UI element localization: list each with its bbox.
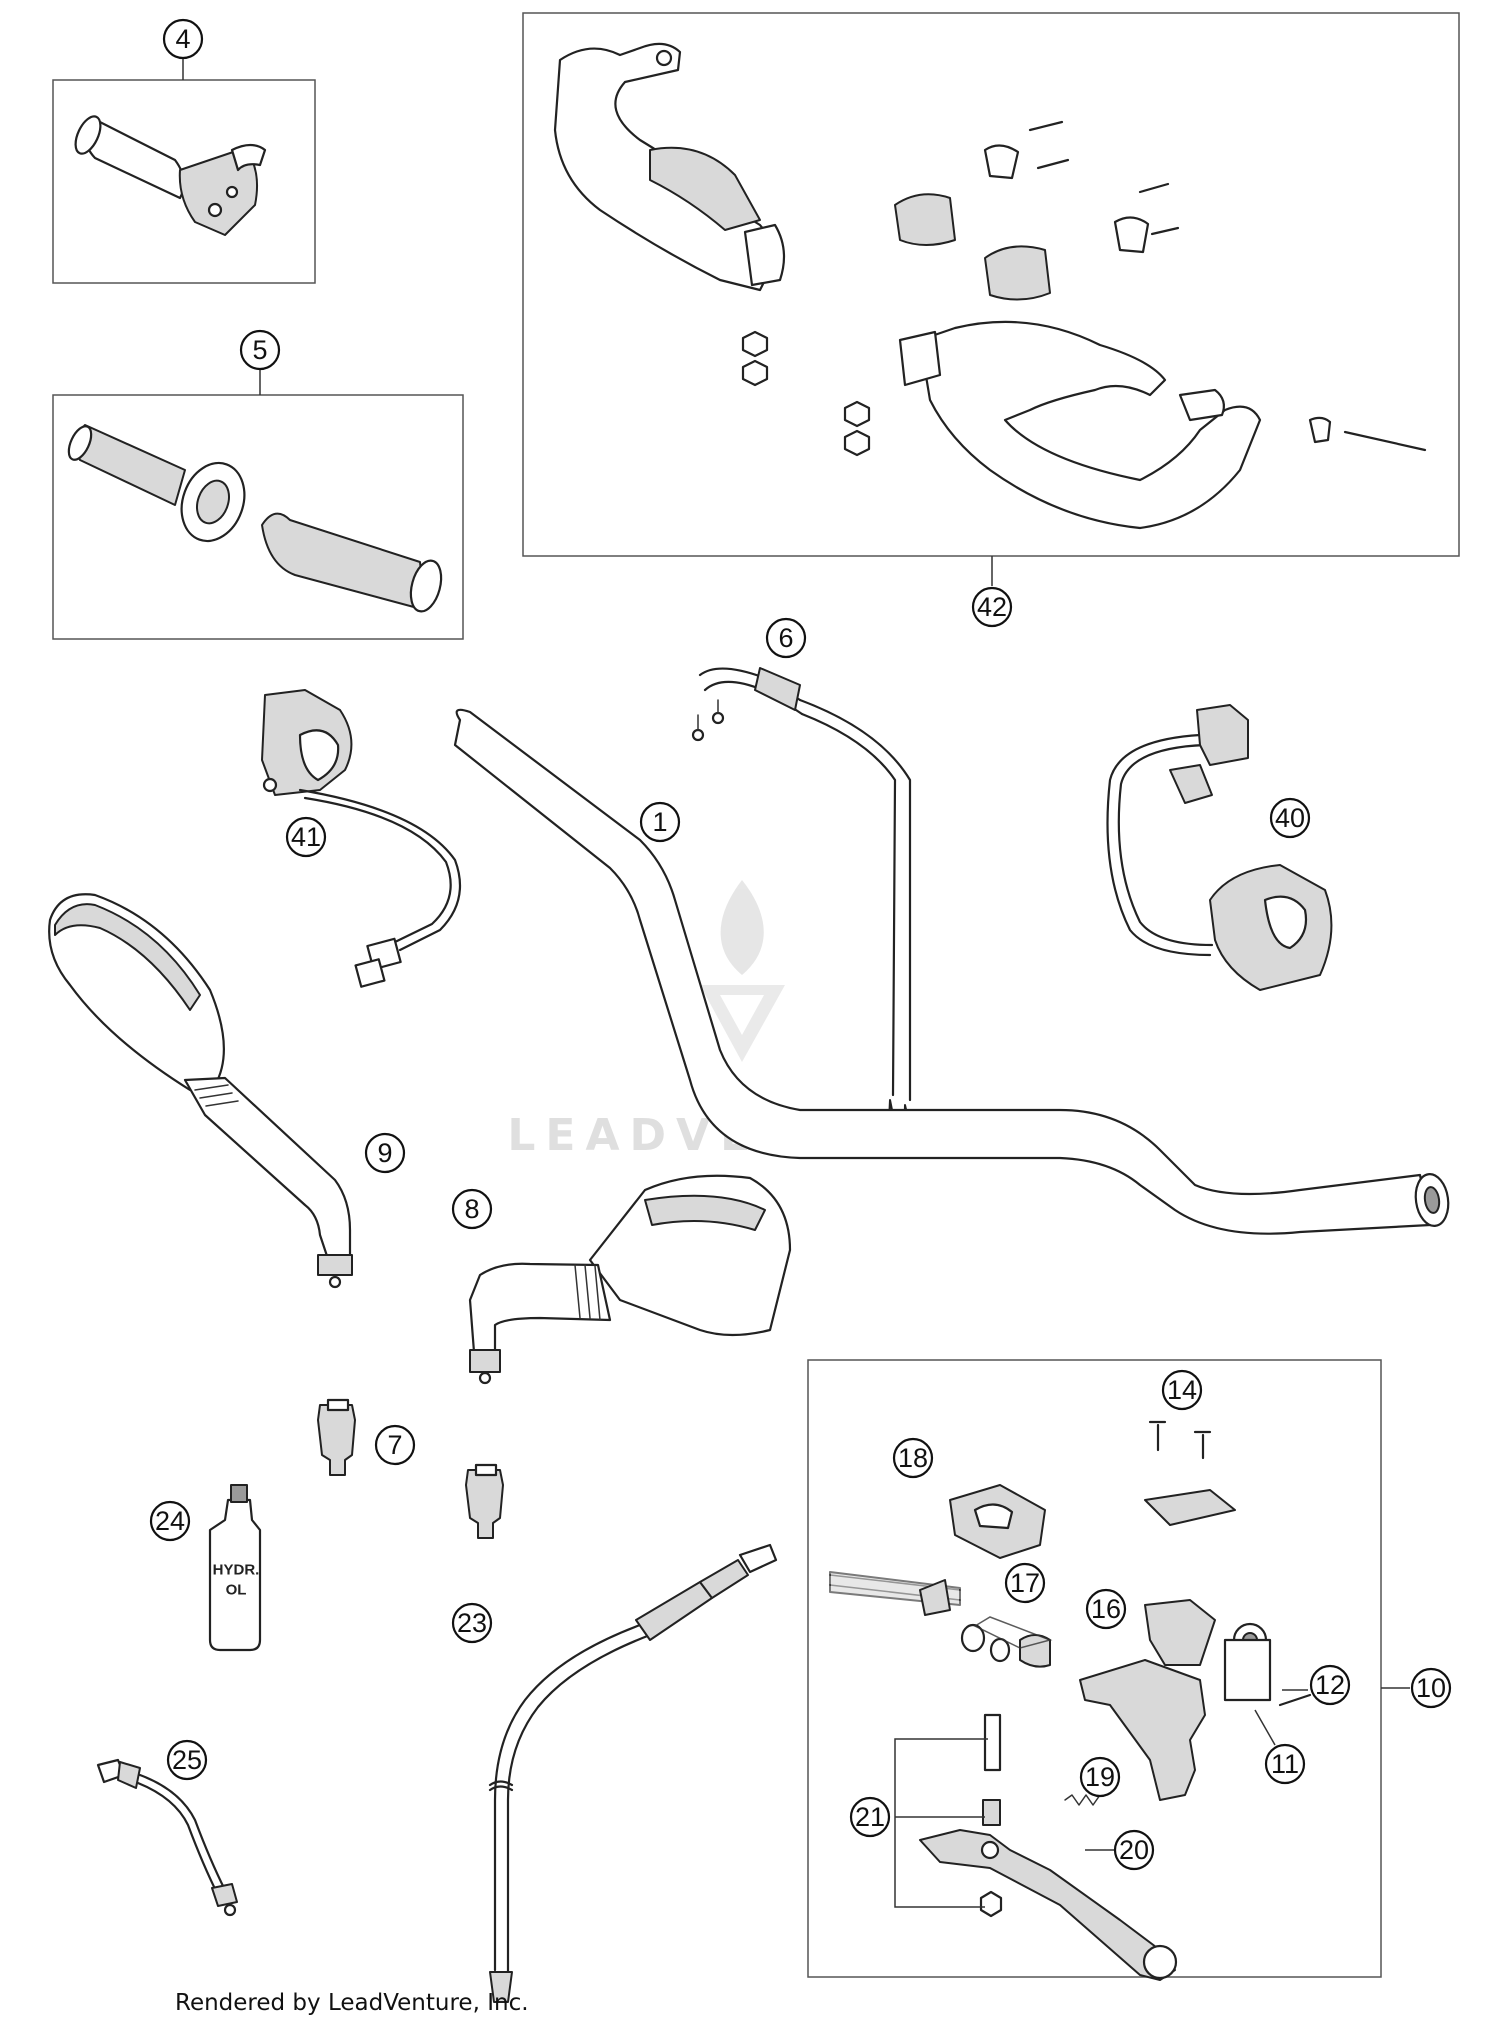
svg-text:42: 42: [977, 592, 1007, 622]
svg-text:40: 40: [1275, 803, 1305, 833]
box-part-42: [522, 12, 1460, 557]
svg-text:12: 12: [1315, 1670, 1345, 1700]
svg-text:14: 14: [1167, 1375, 1197, 1405]
callout-9: 9: [364, 1132, 406, 1174]
svg-text:21: 21: [855, 1802, 885, 1832]
svg-text:7: 7: [387, 1430, 402, 1460]
clutch-master-cylinder-part-10[interactable]: [829, 1420, 1312, 1981]
sensor-cable-part-25[interactable]: [96, 1758, 238, 1917]
handlebar-part-1[interactable]: [453, 708, 1451, 1235]
callout-40: 40: [1269, 797, 1311, 839]
brake-line-part-23[interactable]: [488, 1543, 778, 2003]
callout-16: 16: [1085, 1588, 1127, 1630]
callout-24: 24: [149, 1500, 191, 1542]
callout-1: 1: [639, 801, 681, 843]
callout-41: 41: [285, 816, 327, 858]
svg-text:41: 41: [291, 822, 321, 852]
callout-14: 14: [1161, 1369, 1203, 1411]
callout-20: 20: [1113, 1829, 1155, 1871]
callout-5: 5: [239, 329, 281, 371]
callout-4: 4: [162, 18, 204, 60]
left-switch-part-41[interactable]: [261, 689, 462, 988]
callout-17: 17: [1004, 1562, 1046, 1604]
callout-19: 19: [1079, 1756, 1121, 1798]
svg-text:20: 20: [1119, 1835, 1149, 1865]
svg-text:8: 8: [464, 1194, 479, 1224]
box-part-5: [52, 394, 464, 640]
hydraulic-oil-part-24[interactable]: HYDR. OL: [208, 1484, 262, 1652]
svg-text:24: 24: [155, 1506, 185, 1536]
handguard-right[interactable]: [898, 320, 1262, 530]
callout-23: 23: [451, 1602, 493, 1644]
svg-text:18: 18: [898, 1443, 928, 1473]
box-part-10: [807, 1359, 1382, 1978]
handguard-left[interactable]: [553, 42, 786, 292]
handguard-hardware[interactable]: [741, 120, 1427, 457]
mirror-left-part-9[interactable]: [48, 893, 353, 1289]
svg-text:6: 6: [778, 623, 793, 653]
grip-set-part-5[interactable]: [64, 423, 446, 615]
right-switch-part-40[interactable]: [1106, 704, 1333, 991]
callout-42: 42: [971, 586, 1013, 628]
throttle-grip-part-4[interactable]: [70, 113, 267, 236]
svg-text:4: 4: [175, 24, 190, 54]
svg-text:19: 19: [1085, 1762, 1115, 1792]
callout-6: 6: [765, 617, 807, 659]
callout-12: 12: [1309, 1664, 1351, 1706]
svg-text:16: 16: [1091, 1594, 1121, 1624]
svg-text:17: 17: [1010, 1568, 1040, 1598]
box-part-4: [52, 79, 316, 284]
bottle-label-line1: HYDR.: [213, 1562, 260, 1579]
bottle-label-line2: OL: [226, 1582, 247, 1599]
callout-8: 8: [451, 1188, 493, 1230]
mirror-right-part-8[interactable]: [468, 1174, 792, 1385]
svg-text:1: 1: [652, 807, 667, 837]
callout-11: 11: [1264, 1743, 1306, 1785]
svg-text:10: 10: [1416, 1673, 1446, 1703]
svg-text:11: 11: [1271, 1749, 1299, 1779]
mirror-adapters-part-7[interactable]: [317, 1398, 504, 1539]
callout-25: 25: [166, 1739, 208, 1781]
callout-18: 18: [892, 1437, 934, 1479]
callout-10: 10: [1410, 1667, 1452, 1709]
bracket-part-21: [894, 1738, 988, 1908]
svg-text:9: 9: [377, 1138, 392, 1168]
footer-credit: Rendered by LeadVenture, Inc.: [175, 1990, 529, 2016]
callout-21: 21: [849, 1796, 891, 1838]
callout-7: 7: [374, 1424, 416, 1466]
svg-text:25: 25: [172, 1745, 202, 1775]
svg-text:23: 23: [457, 1608, 487, 1638]
svg-text:5: 5: [252, 335, 267, 365]
